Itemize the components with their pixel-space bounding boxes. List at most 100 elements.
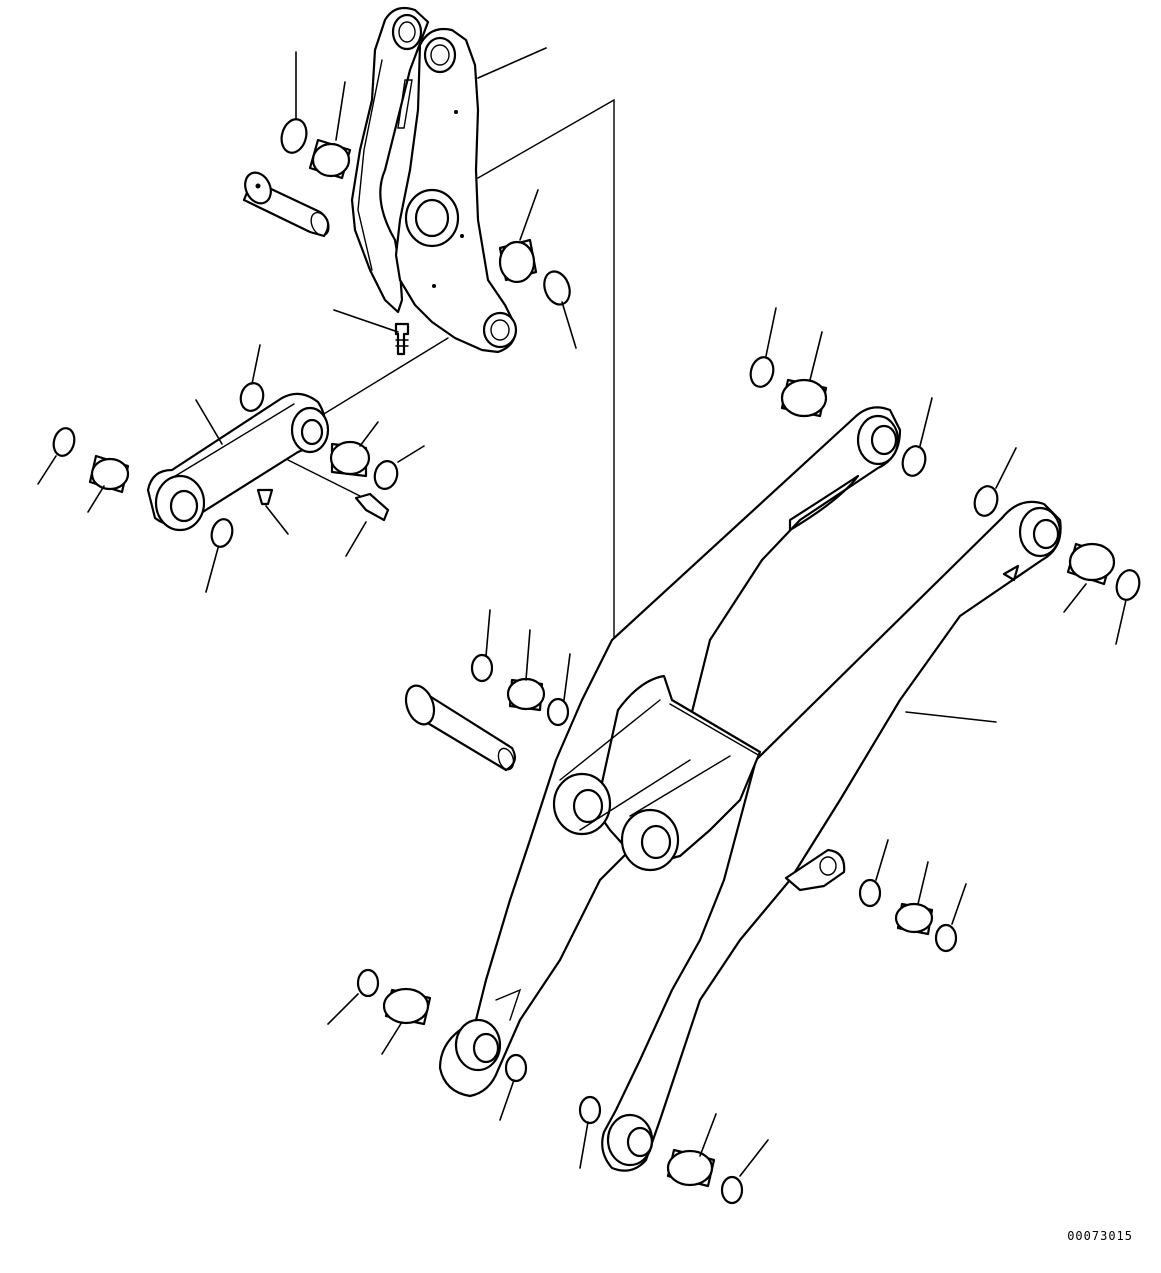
o-ring-icon <box>391 13 423 51</box>
o-ring-icon <box>373 460 399 490</box>
o-ring-icon <box>973 485 999 517</box>
o-ring-icon <box>749 356 775 388</box>
leader-line <box>381 1021 403 1055</box>
o-ring-icon <box>90 457 130 491</box>
bushing-icon <box>666 1148 716 1188</box>
o-ring-icon <box>490 319 510 341</box>
o-ring-icon <box>498 240 536 284</box>
o-ring-icon <box>546 697 570 727</box>
o-ring-icon <box>497 747 515 771</box>
o-ring-icon <box>901 445 927 477</box>
leader-line <box>37 455 57 485</box>
grease-fitting-icon <box>394 322 410 356</box>
o-ring-icon <box>640 824 672 860</box>
leader-line <box>499 1079 515 1121</box>
leader-line <box>1115 599 1127 645</box>
bushing-icon <box>88 454 130 494</box>
o-ring-icon <box>856 414 900 466</box>
o-ring-icon <box>819 856 837 876</box>
o-ring-icon <box>430 44 450 66</box>
o-ring-icon <box>626 1126 654 1158</box>
leader-line <box>327 993 359 1025</box>
o-ring-icon <box>666 1149 714 1187</box>
leader-line <box>519 189 539 241</box>
o-ring-icon <box>329 440 371 476</box>
leader-line <box>579 1121 589 1169</box>
leader-line <box>525 629 531 681</box>
leader-line <box>265 505 289 535</box>
leader-line <box>1063 583 1087 613</box>
bushing-icon <box>329 440 371 478</box>
leader-line <box>917 861 929 905</box>
o-ring-icon <box>454 1018 502 1072</box>
leader-line <box>875 839 889 881</box>
leader-line <box>951 883 967 925</box>
bushing-icon <box>382 987 432 1026</box>
o-ring-icon <box>870 424 898 456</box>
pin-icon <box>242 171 330 238</box>
leader-line <box>397 445 425 463</box>
bushing-icon <box>1066 542 1116 586</box>
o-ring-icon <box>414 198 450 238</box>
o-ring-icon <box>423 36 457 74</box>
leader-line <box>485 609 491 657</box>
o-ring-icon <box>382 987 430 1025</box>
leader-line <box>561 301 577 349</box>
leader-line <box>739 1139 769 1177</box>
o-ring-icon <box>472 1032 500 1064</box>
drawing-number: 00073015 <box>1067 1229 1133 1243</box>
link-assembly <box>146 392 330 532</box>
leader-line <box>477 47 547 79</box>
o-ring-icon <box>398 21 416 43</box>
o-ring-icon <box>780 378 828 418</box>
o-ring-icon <box>858 878 882 908</box>
o-ring-icon <box>894 902 934 934</box>
o-ring-icon <box>169 489 199 523</box>
grease-fitting-icon <box>354 492 390 522</box>
o-ring-icon <box>482 311 518 349</box>
bellcrank-assembly <box>350 6 518 354</box>
o-ring-icon <box>210 518 234 548</box>
o-ring-icon <box>356 968 380 998</box>
leader-line <box>195 399 223 445</box>
leader-line <box>995 447 1017 489</box>
leader-line <box>335 81 346 141</box>
o-ring-icon <box>1115 569 1141 601</box>
cross-tube <box>552 674 762 872</box>
leader-line <box>563 653 571 701</box>
o-ring-icon <box>310 211 330 237</box>
leader-line <box>333 309 399 333</box>
o-ring-icon <box>1018 506 1062 558</box>
o-ring-icon <box>543 270 571 306</box>
bushing-icon <box>780 378 828 418</box>
bushing-icon <box>894 902 934 936</box>
leader-line <box>905 711 997 723</box>
o-ring-icon <box>1032 518 1060 550</box>
o-ring-icon <box>934 923 958 953</box>
pin-icon <box>404 684 517 772</box>
o-ring-icon <box>239 382 265 412</box>
o-ring-icon <box>404 684 436 726</box>
o-ring-icon <box>311 142 351 178</box>
o-ring-icon <box>578 1095 602 1125</box>
leader-line <box>205 547 219 593</box>
leader-line <box>345 521 367 557</box>
o-ring-icon <box>606 1113 654 1167</box>
o-ring-icon <box>572 788 604 824</box>
leader-line <box>251 344 261 385</box>
leader-line <box>699 1113 717 1157</box>
leader-line <box>919 397 933 447</box>
lift-arm-right <box>601 500 1062 1172</box>
o-ring-icon <box>280 118 308 154</box>
leader-line <box>87 485 105 513</box>
o-ring-icon <box>504 1053 528 1083</box>
bushing-icon <box>308 138 352 180</box>
o-ring-icon <box>404 188 460 248</box>
leader-line <box>809 331 823 381</box>
o-ring-icon <box>52 427 76 457</box>
bushing-icon <box>498 238 538 284</box>
bushing-icon <box>506 677 546 712</box>
leader-line <box>359 421 379 447</box>
o-ring-icon <box>300 418 324 446</box>
